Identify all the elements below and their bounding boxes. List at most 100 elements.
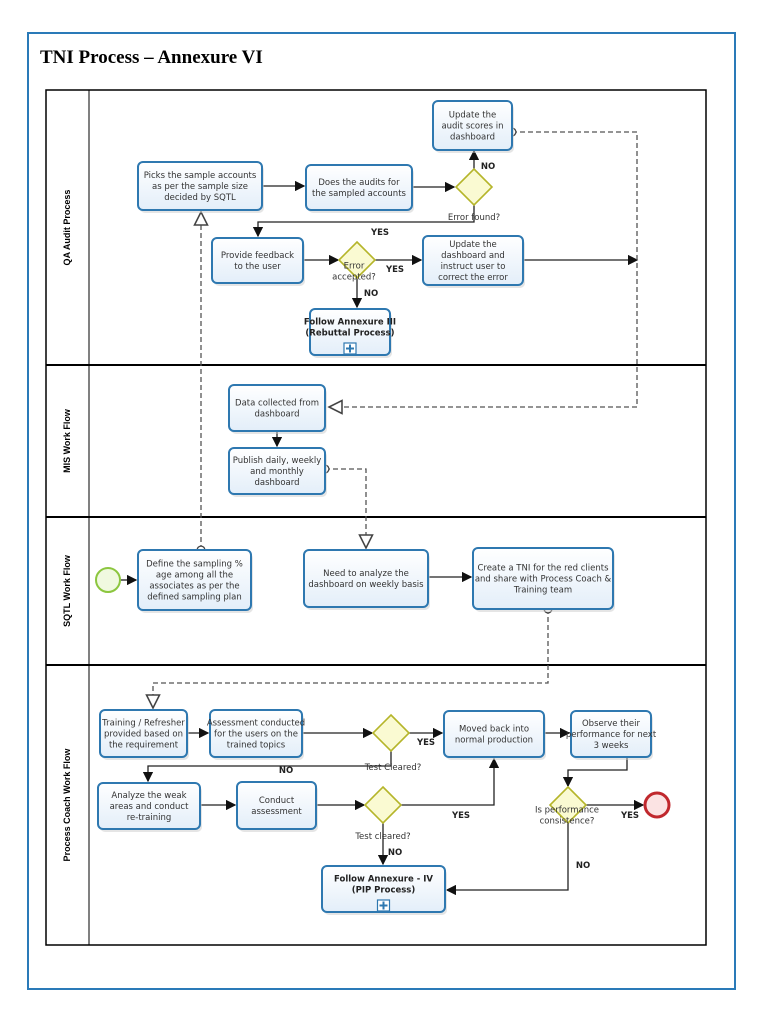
node-label: Update the [449,240,496,250]
node-label: dashboard [255,478,300,488]
gw-error-found-gateway[interactable]: Error found? [448,167,500,223]
node-label: normal production [455,736,533,746]
node-label: and share with Process Coach & [475,575,612,585]
gateway-diamond-icon [454,167,494,207]
node-label: assessment [251,807,302,817]
node-label: decided by SQTL [164,193,236,203]
lane-label-sqtl: SQTL Work Flow [62,554,72,627]
lane-label-pc: Process Coach Work Flow [62,748,72,862]
lane-label-mis: MIS Work Flow [62,408,72,473]
node-label: Update the [449,111,496,121]
node-label: (PIP Process) [352,886,416,896]
message-publish-to-analyze [325,469,366,548]
gateway-diamond-icon [337,240,377,280]
node-label: Assessment conducted [207,719,305,729]
node-label: 3 weeks [594,741,629,751]
node-label: Provide feedback [221,251,294,261]
edge-label-yes1: YES [370,228,389,238]
node-label: the sampled accounts [312,189,407,199]
flow-observe-gateway [562,757,628,788]
node-label: Is performance [535,806,599,816]
node-label: defined sampling plan [147,593,242,603]
node-label: dashboard [255,410,300,420]
annex3-subprocess[interactable]: Follow Annexure III(Rebuttal Process) [304,308,396,358]
node-label: provided based on [104,730,183,740]
node-label: Does the audits for [318,178,400,188]
page-frame [27,32,736,990]
edge-label-no1: NO [481,162,495,172]
edge-label-yes3: YES [416,738,435,748]
node-label: Test cleared? [354,832,410,842]
edge-label-no3: NO [279,766,293,776]
node-label: Moved back into [459,725,529,735]
node-label: audit scores in [441,122,503,132]
node-label: Error [344,262,365,272]
define-task[interactable]: Define the sampling %age among all theas… [137,549,253,613]
node-label: Create a TNI for the red clients [477,564,609,574]
node-label: correct the error [438,273,508,283]
node-label: Data collected from [235,399,319,409]
start-start-event[interactable] [95,567,121,593]
node-label: the requirement [109,741,179,751]
node-label: associates as per the [149,582,239,592]
node-label: age among all the [156,571,233,581]
expand-plus-icon[interactable] [376,899,391,912]
node-label: and monthly [250,467,304,477]
gateway-diamond-icon [363,785,403,825]
node-label: (Rebuttal Process) [305,329,394,339]
edge-label-yes5: YES [620,811,639,821]
flow-no-analyze-weak [142,751,392,783]
gw-test1-gateway[interactable]: Test Cleared? [364,713,422,773]
node-label: Define the sampling % [146,560,243,570]
page-title: TNI Process – Annexure VI [40,47,263,68]
node-label: Follow Annexure - IV [334,875,433,885]
node-label: trained topics [227,741,286,751]
node-label: Error found? [448,213,500,223]
message-tni-to-training [153,609,548,708]
flow-no-annex4-2 [445,823,569,896]
node-label: performance for next [566,730,657,740]
expand-plus-icon[interactable] [343,342,357,355]
node-label: re-training [127,813,172,823]
pool [45,89,707,946]
node-label: Conduct [259,796,295,806]
node-label: consistence? [540,817,595,827]
end-end-event[interactable] [643,791,671,819]
node-label: as per the sample size [152,182,248,192]
lane-label-qa: QA Audit Process [62,190,72,266]
edge-label-no4: NO [388,848,402,858]
gateway-diamond-icon [548,785,588,825]
end-event-icon [643,791,671,819]
flow-yes-moved-back-2 [401,757,500,806]
node-label: dashboard [450,133,495,143]
node-label: instruct user to [441,262,506,272]
node-label: Analyze the weak [111,791,186,801]
node-label: dashboard and [441,251,505,261]
node-label: accepted? [332,273,376,283]
message-scores-to-data [329,132,638,407]
edge-label-yes2: YES [385,265,404,275]
gw-test2-gateway[interactable]: Test cleared? [354,785,411,842]
node-label: Test Cleared? [364,763,422,773]
edge-label-no2: NO [364,289,378,299]
annex4-subprocess[interactable]: Follow Annexure - IV(PIP Process) [321,865,447,915]
edge-label-yes4: YES [451,811,470,821]
